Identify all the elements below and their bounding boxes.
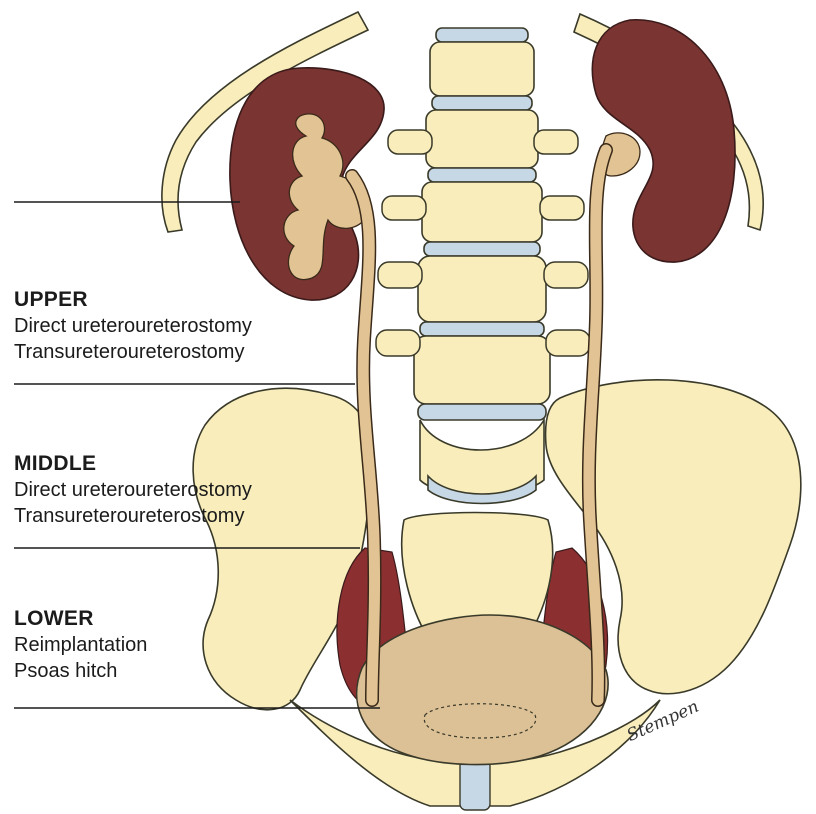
procedure-label: Transureteroureterostomy (14, 341, 245, 363)
pubic-symphysis (459, 759, 491, 811)
procedure-label: Reimplantation (14, 634, 148, 656)
section-heading: LOWER (14, 607, 94, 630)
bladder (355, 614, 609, 766)
section-upper: UPPER Direct ureteroureterostomy Transur… (14, 287, 252, 365)
section-middle: MIDDLE Direct ureteroureterostomy Transu… (14, 451, 252, 529)
right-ilium (544, 379, 802, 695)
procedure-label: Transureteroureterostomy (14, 505, 245, 527)
lumbar-spine (413, 27, 551, 505)
right-kidney (591, 19, 736, 263)
transverse-processes (375, 129, 591, 357)
left-renal-pelvis (283, 113, 370, 281)
procedure-label: Direct ureteroureterostomy (14, 479, 252, 501)
section-heading: MIDDLE (14, 452, 97, 475)
procedure-label: Psoas hitch (14, 660, 118, 682)
section-heading: UPPER (14, 288, 88, 311)
trigone (423, 703, 537, 739)
leader-lines (14, 201, 380, 709)
procedure-label: Direct ureteroureterostomy (14, 315, 252, 337)
section-lower: LOWER Reimplantation Psoas hitch (14, 606, 147, 684)
